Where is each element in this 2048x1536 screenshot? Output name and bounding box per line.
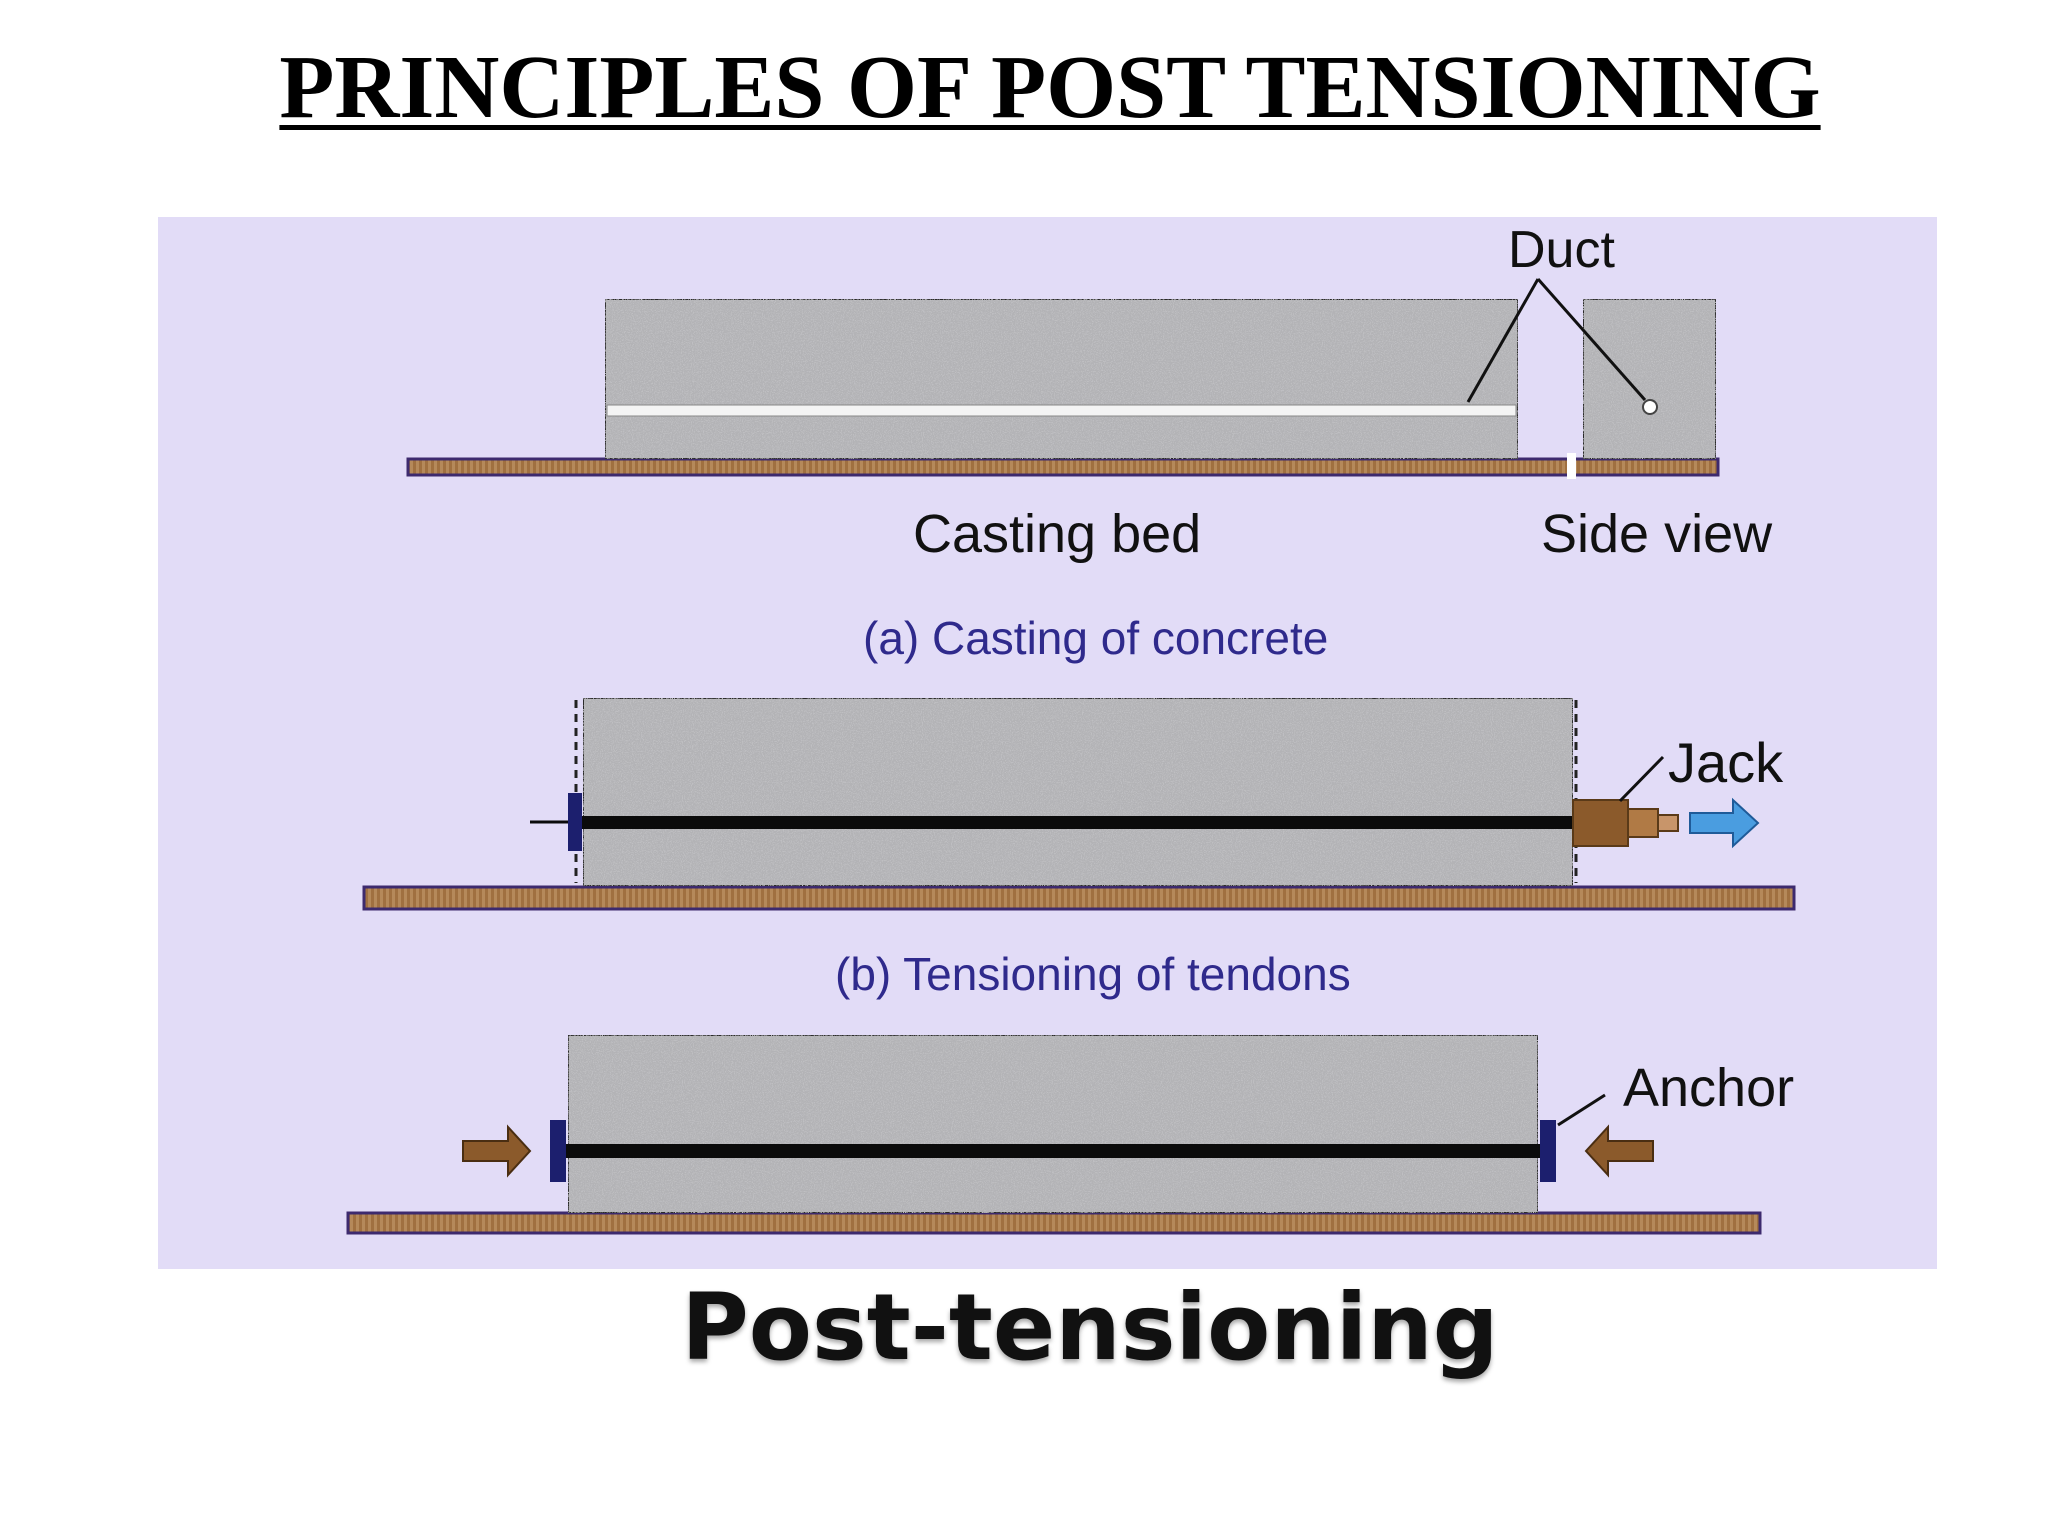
duct-pointer-right bbox=[1536, 278, 1647, 401]
jack-pointer bbox=[1618, 755, 1665, 803]
duct-pointer-left bbox=[1466, 278, 1540, 403]
duct-label: Duct bbox=[1508, 221, 1615, 279]
jack-body bbox=[1572, 799, 1629, 847]
casting-bed-b bbox=[362, 885, 1796, 911]
casting-bed-c bbox=[346, 1211, 1762, 1235]
stage-b-label: (b) Tensioning of tendons bbox=[835, 948, 1351, 1000]
anchor-left bbox=[550, 1120, 566, 1182]
stage-a-label: (a) Casting of concrete bbox=[863, 612, 1328, 664]
casting-bed-a bbox=[406, 457, 1720, 477]
anchor-pointer bbox=[1557, 1093, 1606, 1127]
jack-nose bbox=[1657, 814, 1679, 832]
dead-end-anchor-b bbox=[568, 793, 582, 851]
concrete-beam-b bbox=[582, 697, 1574, 887]
anchor-label: Anchor bbox=[1623, 1058, 1794, 1118]
bed-gap bbox=[1567, 453, 1576, 479]
page-title: PRINCIPLES OF POST TENSIONING bbox=[279, 38, 1821, 137]
compression-arrow-left bbox=[462, 1124, 532, 1178]
jack-label: Jack bbox=[1668, 731, 1784, 794]
concrete-beam-c bbox=[567, 1034, 1539, 1214]
stage-a-group: Duct Casting bed Side view (a) Casting o… bbox=[406, 221, 1773, 664]
side-view-section bbox=[1582, 298, 1717, 460]
duct-section-circle bbox=[1642, 399, 1658, 415]
tendon-c bbox=[554, 1144, 1554, 1158]
jack-ram bbox=[1627, 808, 1659, 838]
anchor-right bbox=[1540, 1120, 1556, 1182]
casting-bed-label: Casting bed bbox=[913, 504, 1201, 564]
duct-channel bbox=[606, 404, 1517, 417]
post-tensioning-diagram: Duct Casting bed Side view (a) Casting o… bbox=[158, 217, 1937, 1269]
diagram-caption: Post-tensioning bbox=[681, 1274, 1499, 1381]
stage-c-group: Anchor bbox=[346, 1034, 1794, 1235]
tension-arrow bbox=[1689, 797, 1760, 849]
concrete-beam-a bbox=[604, 298, 1519, 460]
tendon-b bbox=[568, 816, 1588, 829]
stage-b-group: Jack (b) Tensioning of tendons bbox=[362, 697, 1796, 1000]
compression-arrow-right bbox=[1584, 1124, 1654, 1178]
side-view-label: Side view bbox=[1541, 504, 1773, 564]
